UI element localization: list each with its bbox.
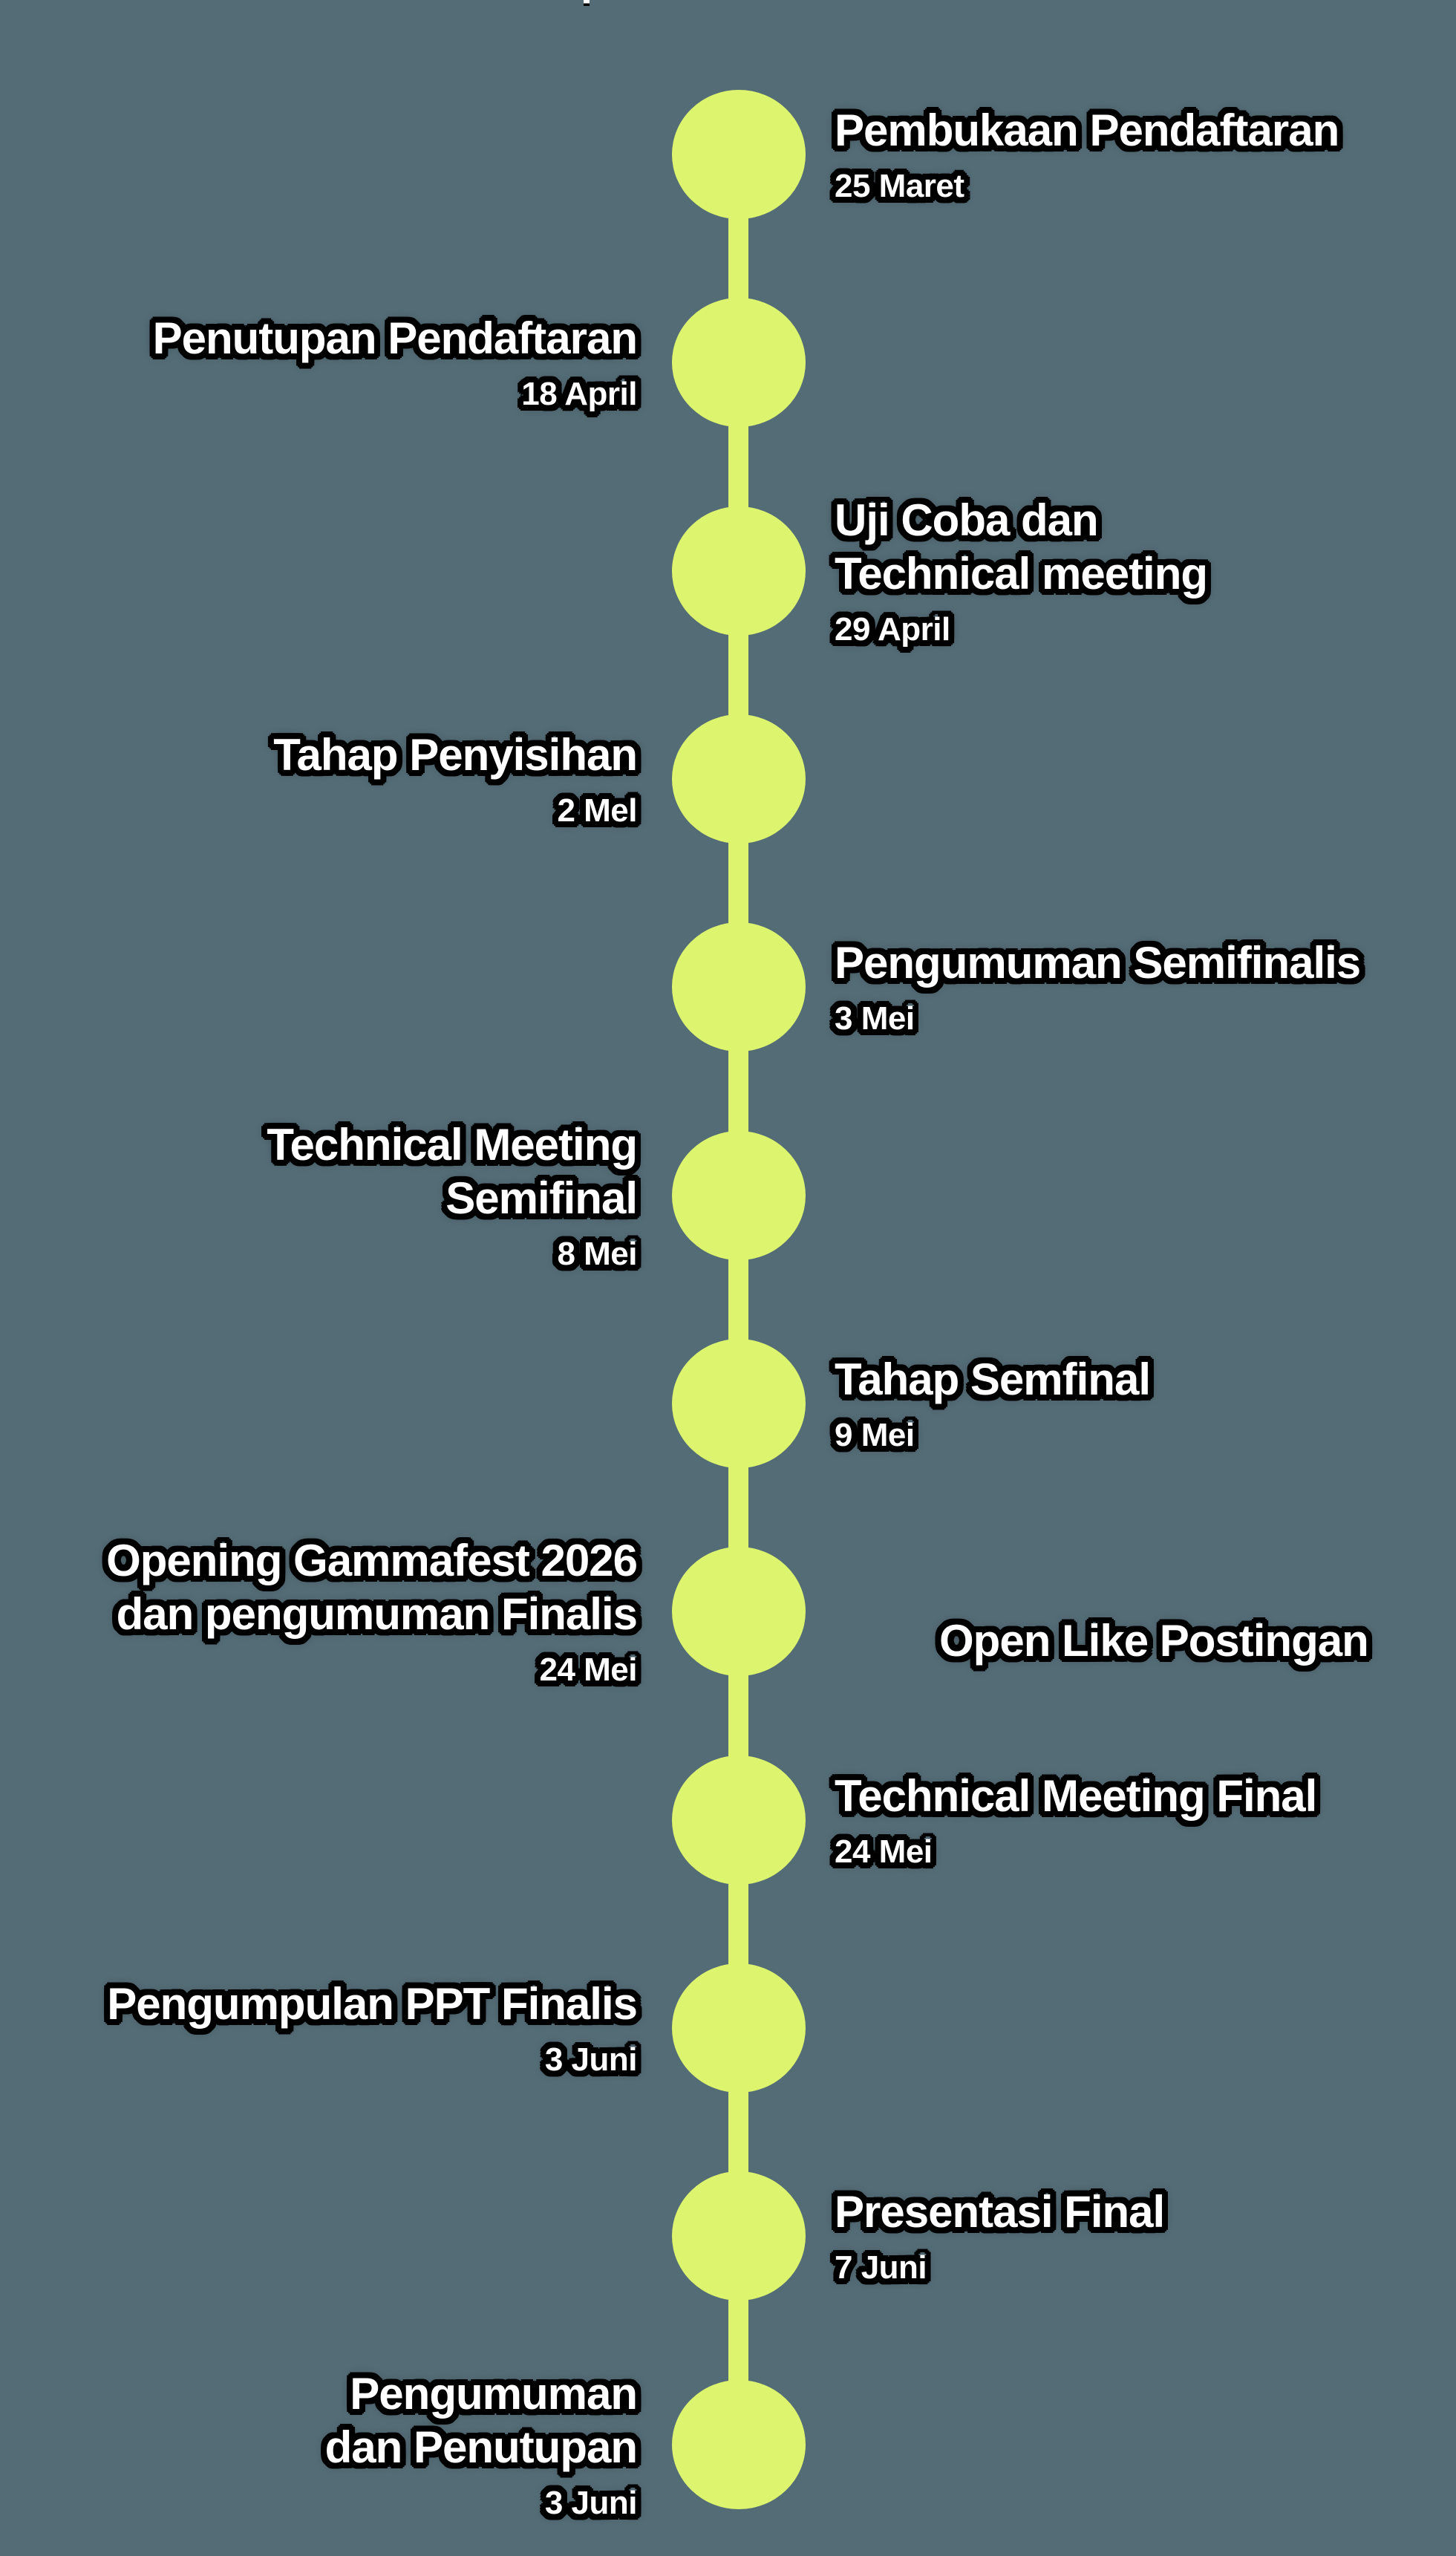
event-date: 24 Mei [539,1652,637,1688]
event-title-line: Pengumpulan PPT Finalis [107,1979,638,2029]
event-tahap-semfinal: Tahap Semfinal 9 Mei [835,1292,1151,1515]
event-date: 7 Juni [835,2249,927,2286]
timeline-node-5 [672,922,806,1052]
event-title-line: dan Penutupan [324,2422,638,2472]
event-title-line: Tahap Semfinal [835,1354,1151,1404]
event-date: 18 April [521,376,637,412]
event-date: 9 Mei [835,1417,915,1453]
event-date: 8 Mei [557,1236,637,1272]
event-pembukaan-pendaftaran: Pembukaan Pendaftaran 25 Maret [835,43,1339,266]
event-pengumuman-semifinalis: Pengumuman Semifinalis 3 Mei [835,876,1361,1098]
label-open-like-postingan: Open Like Postingan [939,1616,1369,1666]
event-date: 3 Juni [544,2041,638,2078]
event-pengumpulan-ppt-finalis: Pengumpulan PPT Finalis 3 Juni [107,1917,638,2139]
timeline-node-9 [672,1755,806,1885]
event-uji-coba-technical-meeting: Uji Coba dan Technical meeting 29 April [835,460,1208,682]
event-date: 3 Juni [544,2485,638,2521]
event-title-line: Tahap Penyisihan [273,730,638,780]
event-title-line: Penutupan Pendaftaran [152,313,638,363]
timeline-node-10 [672,1963,806,2093]
timeline-node-4 [672,714,806,844]
timeline-node-1 [672,90,806,219]
event-technical-meeting-final: Technical Meeting Final 24 Mei [835,1709,1317,1931]
event-title-line: dan pengumuman Finalis [116,1589,638,1639]
event-date: 25 Maret [835,168,964,204]
event-pengumuman-dan-penutupan: Pengumuman dan Penutupan 3 Juni [324,2333,638,2556]
timeline-node-2 [672,298,806,427]
timeline-node-8 [672,1547,806,1676]
event-date: 2 Mel [557,792,637,829]
event-title-line: Opening Gammafest 2026 [106,1536,638,1585]
timeline-node-6 [672,1131,806,1260]
event-title-line: Uji Coba dan [835,495,1099,545]
event-title-line: Pengumuman [350,2369,638,2419]
event-title-line: Technical Meeting Final [835,1771,1317,1821]
top-crop-artifact [584,0,590,6]
event-title-line: Technical meeting [835,549,1208,599]
timeline-line [728,154,748,2445]
timeline-node-7 [672,1339,806,1468]
timeline-node-11 [672,2171,806,2301]
event-title-line: Pengumuman Semifinalis [835,938,1361,988]
event-penutupan-pendaftaran: Penutupan Pendaftaran 18 April [152,251,638,474]
event-date: 24 Mei [835,1833,933,1870]
event-presentasi-final: Presentasi Final 7 Juni [835,2125,1165,2347]
event-title-line: Semifinal [445,1173,638,1223]
event-date: 29 April [835,611,950,648]
event-technical-meeting-semifinal: Technical Meeting Semifinal 8 Mei [267,1084,638,1307]
event-opening-gammafest-pengumuman-finalis: Opening Gammafest 2026 dan pengumuman Fi… [106,1500,638,1723]
event-title-line: Technical Meeting [267,1120,638,1170]
event-tahap-penyisihan: Tahap Penyisihan 2 Mel [273,668,638,890]
event-date: 3 Mei [835,1000,915,1037]
timeline-node-12 [672,2380,806,2509]
event-title-line: Presentasi Final [835,2187,1165,2237]
event-title-line: Pembukaan Pendaftaran [835,105,1339,155]
timeline-node-3 [672,506,806,636]
